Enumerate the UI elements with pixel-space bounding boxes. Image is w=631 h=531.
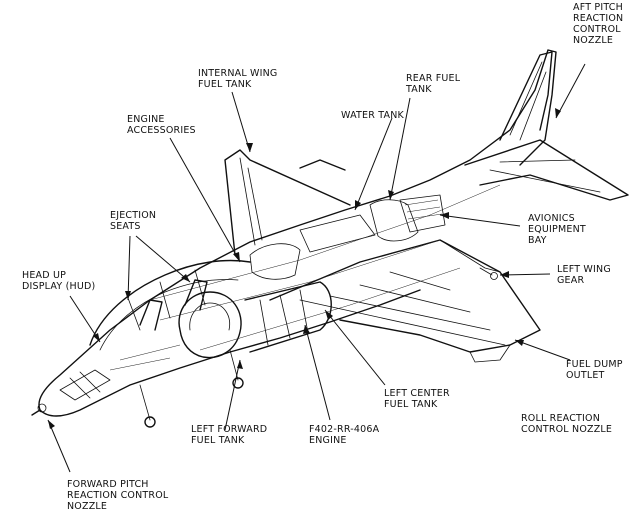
- label-line: DISPLAY (HUD): [22, 281, 96, 292]
- label-ejection-seats: EJECTION SEATS: [110, 210, 156, 232]
- label-line: REAR FUEL: [406, 73, 461, 84]
- label-left-forward-fuel-tank: LEFT FORWARD FUEL TANK: [191, 424, 267, 446]
- label-line: TANK: [406, 84, 432, 95]
- label-line: REACTION: [573, 13, 624, 24]
- label-water-tank: WATER TANK: [341, 110, 404, 121]
- label-line: LEFT WING: [557, 264, 611, 275]
- label-roll-reaction-control-nozzle: ROLL REACTION CONTROL NOZZLE: [521, 413, 612, 435]
- label-line: F402-RR-406A: [309, 424, 380, 435]
- label-line: BAY: [528, 235, 547, 246]
- label-line: FORWARD PITCH: [67, 479, 149, 490]
- label-line: WATER TANK: [341, 110, 404, 121]
- label-engine-accessories: ENGINE ACCESSORIES: [127, 114, 196, 136]
- label-line: CONTROL NOZZLE: [521, 424, 613, 435]
- fuselage-outline: [31, 49, 629, 428]
- label-line: ENGINE: [309, 435, 347, 446]
- label-line: INTERNAL WING: [198, 68, 278, 79]
- label-line: FUEL DUMP: [566, 359, 623, 370]
- label-line: HEAD UP: [22, 270, 67, 281]
- label-line: LEFT FORWARD: [191, 424, 268, 435]
- label-line: EJECTION: [110, 210, 157, 221]
- label-line: NOZZLE: [573, 35, 614, 46]
- label-line: OUTLET: [566, 370, 605, 381]
- label-line: AVIONICS: [528, 213, 575, 224]
- label-line: ENGINE: [127, 114, 165, 125]
- label-left-center-fuel-tank: LEFT CENTER FUEL TANK: [384, 388, 450, 410]
- label-rear-fuel-tank: REAR FUEL TANK: [406, 73, 460, 95]
- label-line: FUEL TANK: [191, 435, 245, 446]
- label-line: SEATS: [110, 221, 141, 232]
- label-internal-wing-fuel-tank: INTERNAL WING FUEL TANK: [198, 68, 278, 90]
- label-line: REACTION CONTROL: [67, 490, 169, 501]
- label-line: FUEL TANK: [384, 399, 438, 410]
- label-line: NOZZLE: [67, 501, 108, 512]
- label-line: AFT PITCH: [573, 2, 623, 13]
- label-left-wing-gear: LEFT WING GEAR: [557, 264, 611, 286]
- leader-lines: [47, 63, 586, 473]
- label-forward-pitch-reaction-control-nozzle: FORWARD PITCH REACTION CONTROL NOZZLE: [67, 479, 168, 512]
- label-line: ACCESSORIES: [127, 125, 196, 136]
- label-avionics-equipment-bay: AVIONICS EQUIPMENT BAY: [528, 213, 586, 246]
- label-line: LEFT CENTER: [384, 388, 450, 399]
- label-line: EQUIPMENT: [528, 224, 586, 235]
- label-line: GEAR: [557, 275, 585, 286]
- label-f402-engine: F402-RR-406A ENGINE: [309, 424, 379, 446]
- label-aft-pitch-reaction-control-nozzle: AFT PITCH REACTION CONTROL NOZZLE: [573, 2, 623, 46]
- label-line: CONTROL: [573, 24, 621, 35]
- label-line: FUEL TANK: [198, 79, 252, 90]
- label-fuel-dump-outlet: FUEL DUMP OUTLET: [566, 359, 623, 381]
- label-head-up-display: HEAD UP DISPLAY (HUD): [22, 270, 95, 292]
- label-line: ROLL REACTION: [521, 413, 601, 424]
